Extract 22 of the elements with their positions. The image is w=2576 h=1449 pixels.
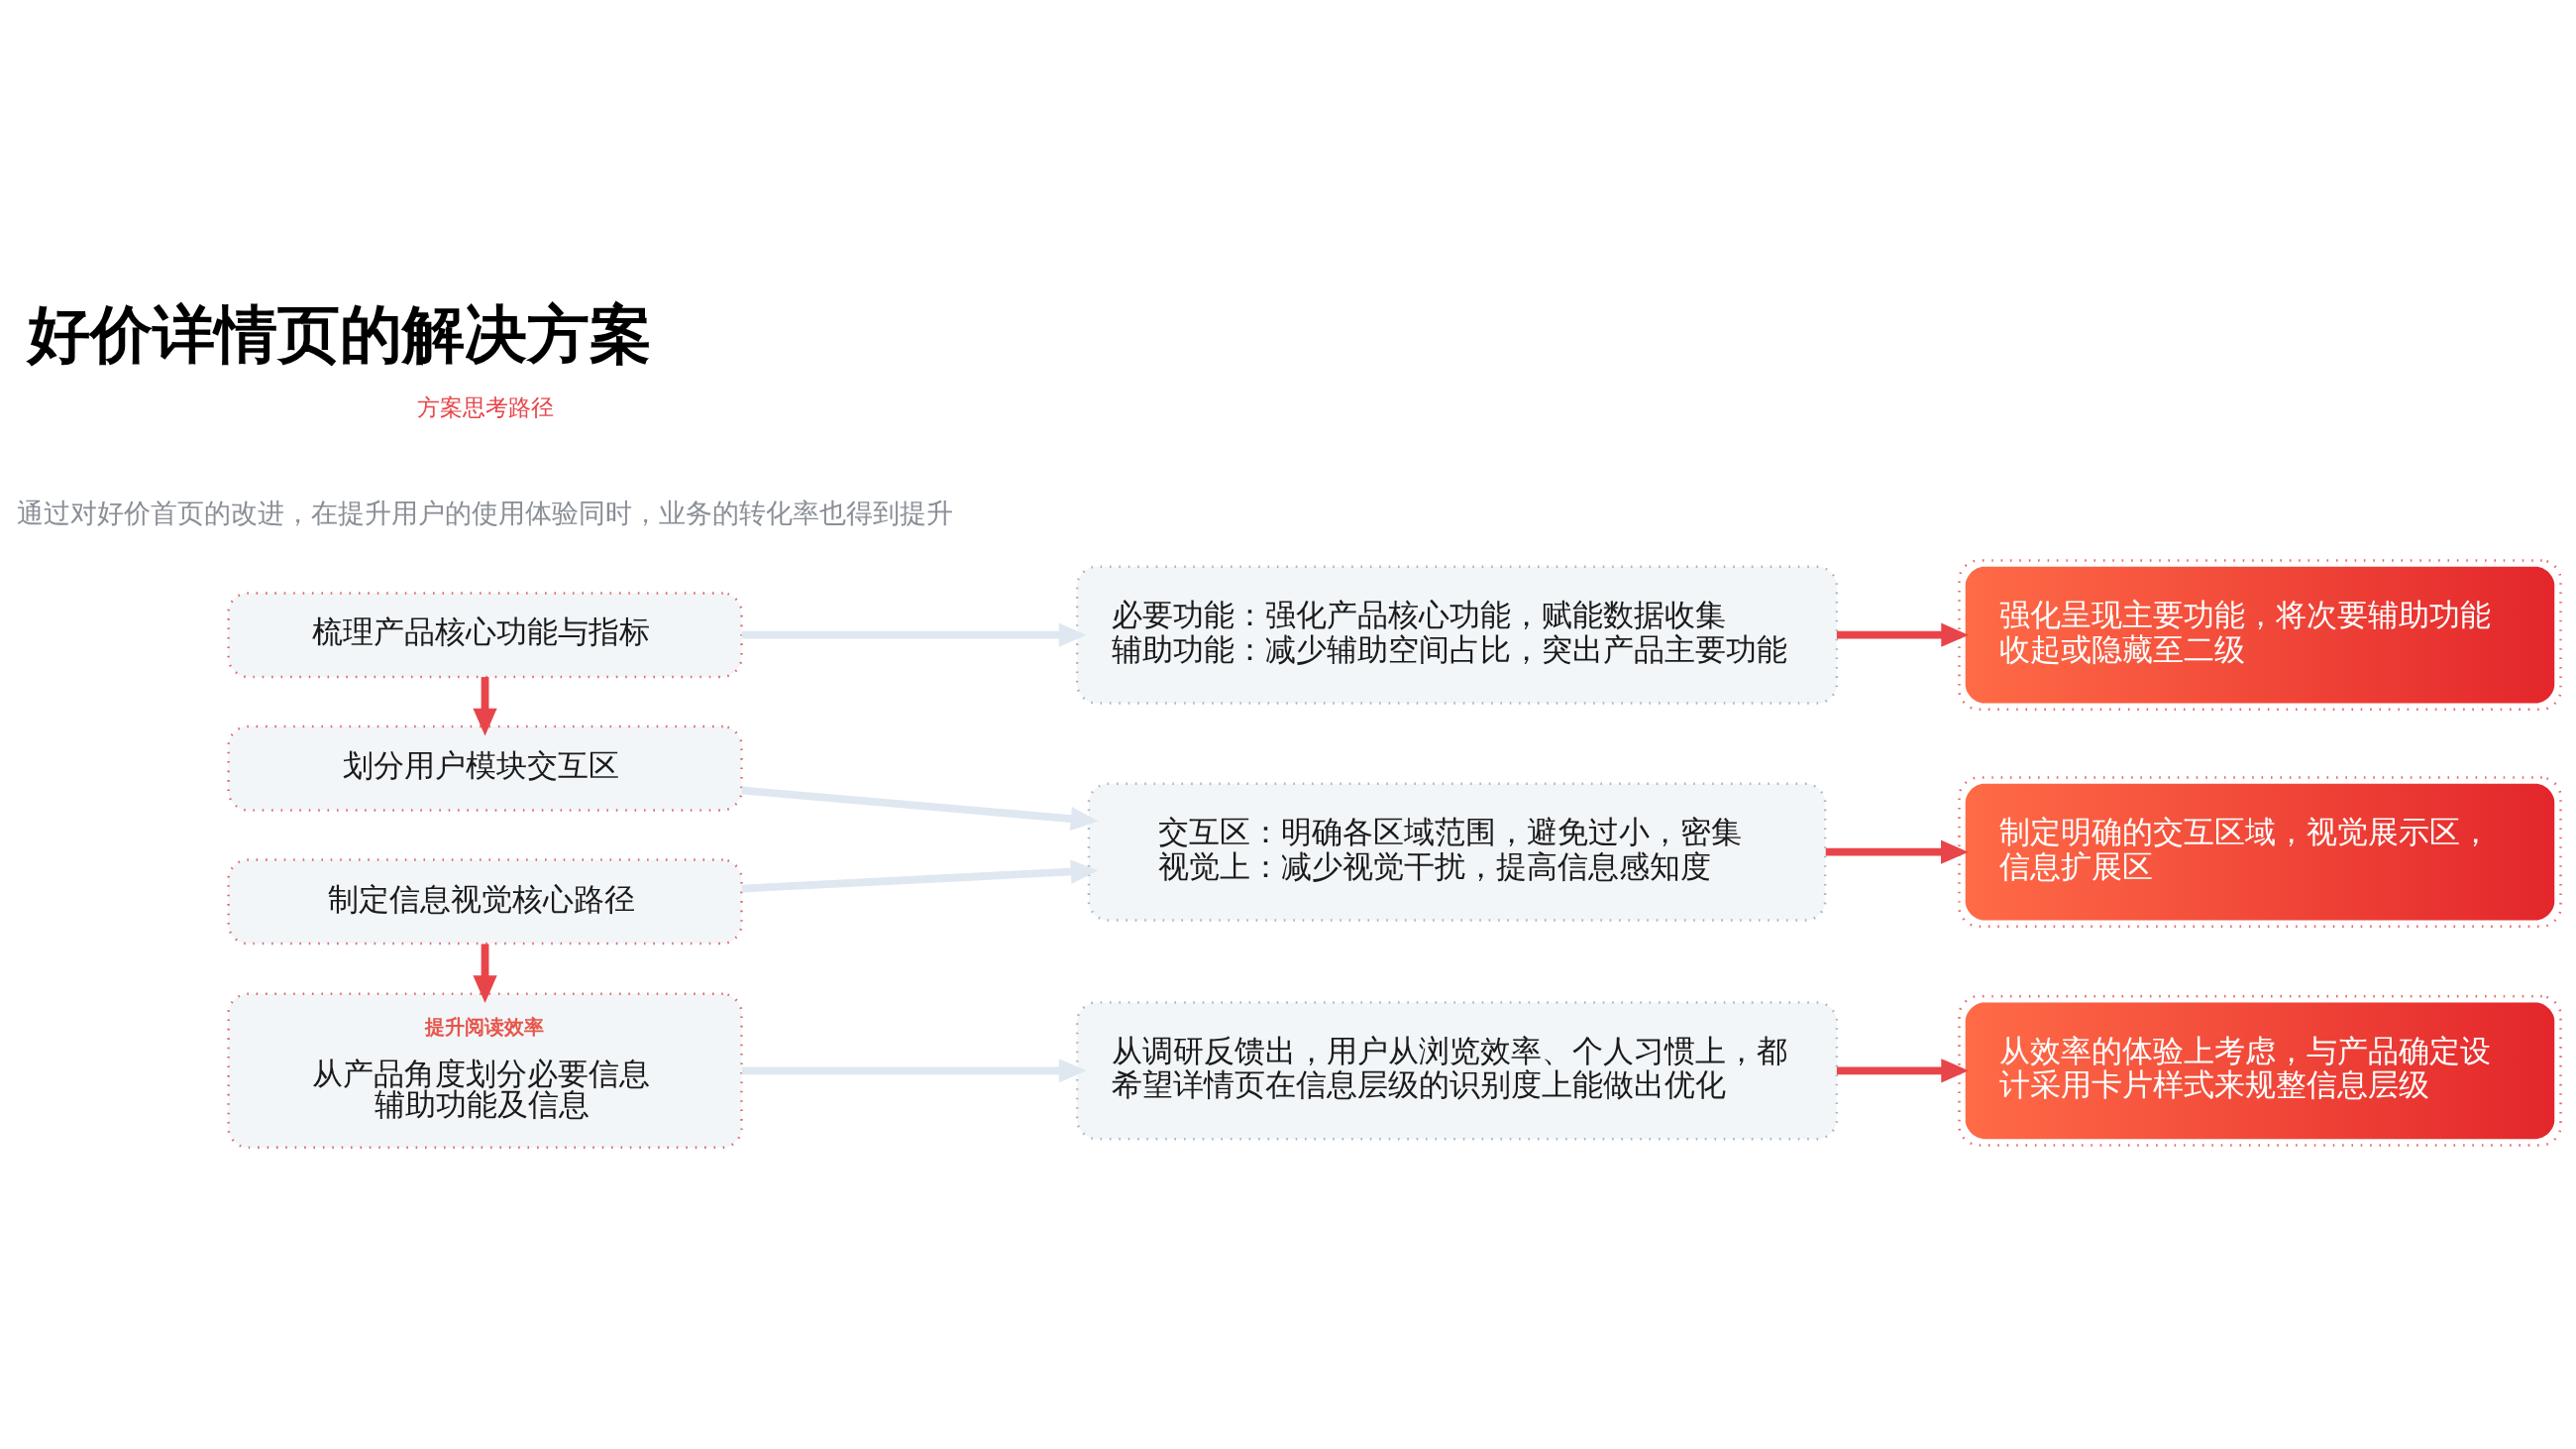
arrow [1825, 839, 1969, 864]
node-box: 划分用户模块交互区 [227, 724, 743, 812]
node-box: 制定明确的交互区域，视觉展示区，信息扩展区 [1958, 776, 2562, 929]
node-box: 提升阅读效率 从产品角度划分必要信息辅助功能及信息 [227, 992, 743, 1149]
arrow [741, 859, 1099, 893]
arrow [473, 677, 497, 736]
node-box: 制定信息视觉核心路径 [227, 858, 743, 946]
node-box: 交互区：明确各区域范围，避免过小，密集 视觉上：减少视觉干扰，提高信息感知度 [1087, 782, 1827, 922]
node-box: 从调研反馈出，用户从浏览效率、个人习惯上，都希望详情页在信息层级的识别度上能做出优化 [1075, 1001, 1839, 1141]
label: 方案思考路径 [416, 393, 554, 422]
node-box: 从效率的体验上考虑，与产品确定设计采用卡片样式来规整信息层级 [1958, 994, 2562, 1147]
arrow [473, 944, 497, 1004]
node-box: 强化呈现主要功能，将次要辅助功能收起或隐藏至二级 [1958, 559, 2562, 711]
node-box: 梳理产品核心功能与指标 [227, 592, 743, 679]
node-box: 必要功能：强化产品核心功能，赋能数据收集 辅助功能：减少辅助空间占比，突出产品主要功能 [1075, 565, 1839, 705]
arrow [1836, 1059, 1970, 1083]
arrow [1836, 622, 1970, 647]
arrow [741, 1059, 1087, 1083]
arrow [741, 622, 1087, 647]
diagram-title: 好价详情页的解决方案 [27, 298, 652, 372]
label: 通过对好价首页的改进，在提升用户的使用体验同时，业务的转化率也得到提升 [17, 497, 954, 528]
arrow [741, 786, 1099, 832]
